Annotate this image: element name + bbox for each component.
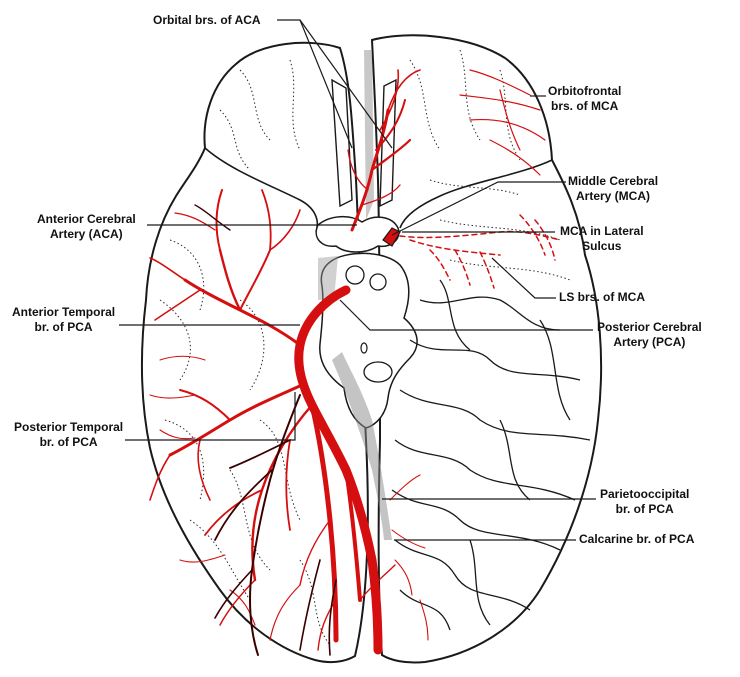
label-orbital-aca: Orbital brs. of ACA: [153, 13, 261, 28]
label-posterior-cerebral: Posterior Cerebral Artery (PCA): [597, 320, 702, 350]
leader-lines: [119, 19, 596, 541]
pons-oval: [363, 361, 393, 383]
label-posterior-cerebral-line1: Posterior Cerebral: [597, 320, 702, 334]
label-posterior-cerebral-line2: Artery (PCA): [613, 335, 686, 349]
left-temporal-pole-outline: [204, 147, 319, 233]
label-ls-mca: LS brs. of MCA: [559, 290, 645, 305]
leader-pca: [339, 299, 593, 331]
mammillary-body: [345, 265, 365, 285]
label-ant-temporal-line2: br. of PCA: [34, 320, 93, 334]
right-gyri: [391, 279, 591, 631]
label-ant-temporal-line1: Anterior Temporal: [12, 305, 116, 319]
label-anterior-cerebral-line2: Artery (ACA): [50, 227, 123, 241]
leader-ls-mca: [491, 257, 556, 299]
label-orbital-aca-text: Orbital brs. of ACA: [153, 13, 261, 27]
label-middle-cerebral-line2: Artery (MCA): [576, 189, 651, 203]
mca-lateral-sulcus-branches: [399, 214, 561, 289]
right-temporal-pole-outline: [399, 159, 553, 229]
leader-orbital-aca-2: [299, 19, 393, 149]
label-middle-cerebral-line1: Middle Cerebral: [568, 174, 659, 188]
uncus-shading: [318, 256, 338, 300]
nerve-oval: [360, 342, 368, 354]
right-frontal-gyri: [409, 49, 571, 281]
label-mca-lateral-line1: MCA in Lateral: [560, 224, 644, 238]
optic-chiasm: [315, 216, 400, 253]
leader-post-temporal: [125, 392, 296, 441]
leader-mca: [391, 181, 566, 236]
aca-branches: [347, 69, 421, 232]
pca-branches: [149, 189, 396, 651]
label-mca-lateral-line2: Sulcus: [582, 239, 622, 253]
orbitofrontal-mca-branches: [459, 69, 546, 176]
label-anterior-cerebral-line1: Anterior Cerebral: [37, 212, 136, 226]
right-red-twigs: [389, 474, 429, 641]
label-orbitofrontal-line1: Orbitofrontal: [548, 84, 622, 98]
medial-shading: [332, 352, 392, 540]
label-posterior-temporal-pca: Posterior Temporal br. of PCA: [14, 420, 123, 450]
pca-twigs: [149, 355, 256, 626]
label-mca-lateral-sulcus: MCA in Lateral Sulcus: [560, 224, 644, 254]
pca-dark-branches: [194, 204, 337, 656]
label-middle-cerebral: Middle Cerebral Artery (MCA): [568, 174, 658, 204]
label-calcarine-text: Calcarine br. of PCA: [579, 532, 695, 546]
label-post-temporal-line2: br. of PCA: [39, 435, 98, 449]
label-parietooccipital-line2: br. of PCA: [615, 502, 674, 516]
left-gyri: [159, 59, 331, 646]
label-calcarine-pca: Calcarine br. of PCA: [579, 532, 694, 547]
label-anterior-temporal-pca: Anterior Temporal br. of PCA: [12, 305, 115, 335]
label-ls-mca-text: LS brs. of MCA: [559, 290, 645, 304]
mammillary-body: [369, 273, 387, 291]
label-orbitofrontal-mca: Orbitofrontal brs. of MCA: [548, 84, 621, 114]
label-parietooccipital-pca: Parietooccipital br. of PCA: [600, 487, 689, 517]
label-anterior-cerebral: Anterior Cerebral Artery (ACA): [37, 212, 136, 242]
label-parietooccipital-line1: Parietooccipital: [600, 487, 690, 501]
label-post-temporal-line1: Posterior Temporal: [14, 420, 124, 434]
label-orbitofrontal-line2: brs. of MCA: [550, 99, 619, 113]
